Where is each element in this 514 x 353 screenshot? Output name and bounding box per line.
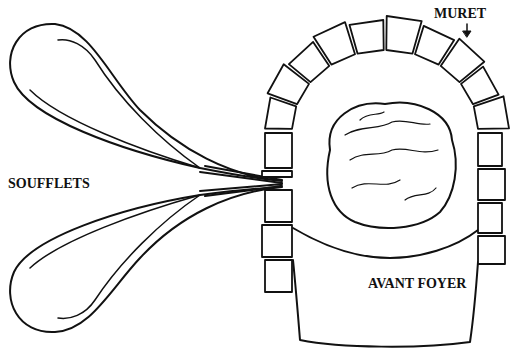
muret-arrowhead xyxy=(463,31,471,37)
wall-stone xyxy=(478,236,505,264)
wall-stone xyxy=(461,67,499,105)
forehearth-label: AVANT FOYER xyxy=(366,276,468,292)
forehearth-outline xyxy=(293,260,478,347)
slag-texture xyxy=(345,112,438,200)
bellows-upper-seam xyxy=(30,40,200,168)
bellows-lower xyxy=(10,187,282,332)
wall-stone xyxy=(262,225,292,257)
wall-stone xyxy=(314,22,356,65)
slag-bloom xyxy=(327,103,456,228)
bellows-upper xyxy=(10,24,282,181)
wall-stone xyxy=(265,260,292,292)
bellows-lower-seam xyxy=(30,195,200,318)
wall-stone xyxy=(265,190,292,222)
wall-stone xyxy=(478,169,505,200)
wall-label: MURET xyxy=(432,6,488,22)
wall-stone xyxy=(478,203,502,233)
wall-stone xyxy=(474,96,509,129)
bellows-label: SOUFFLETS xyxy=(6,176,92,192)
forehearth-rim xyxy=(293,228,478,258)
wall-stone xyxy=(478,133,502,166)
wall-stone xyxy=(262,171,292,177)
wall-stone xyxy=(350,20,384,54)
wall-stone xyxy=(265,133,292,168)
